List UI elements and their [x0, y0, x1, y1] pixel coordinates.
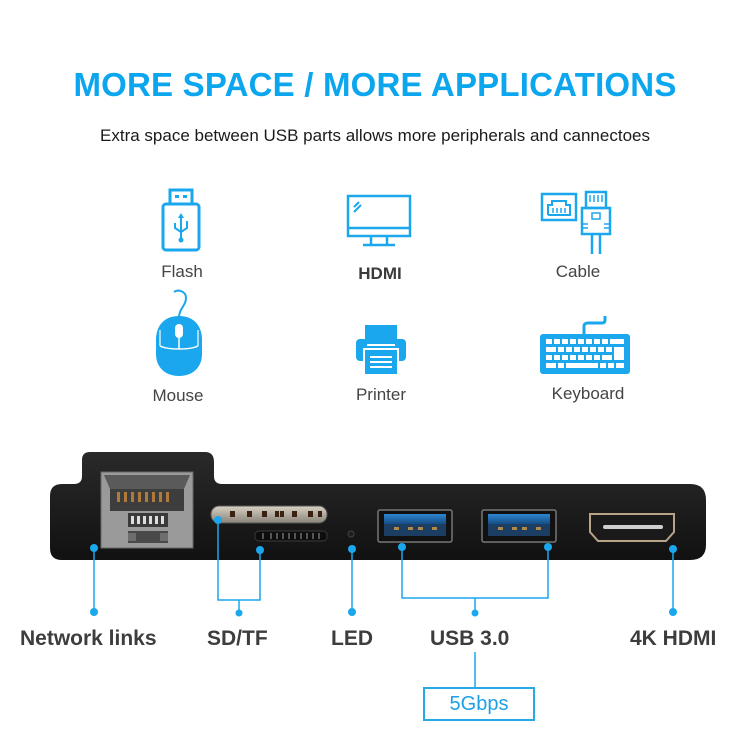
printer-icon — [355, 325, 407, 376]
app-label-flash: Flash — [161, 262, 203, 281]
app-label-printer: Printer — [355, 385, 407, 404]
port-label-sd-tf: SD/TF — [207, 627, 268, 650]
ethernet-cable-icon — [540, 190, 620, 256]
monitor-icon — [346, 194, 412, 250]
usb-speed-badge: 5Gbps — [423, 687, 535, 721]
page-subtitle: Extra space between USB parts allows mor… — [100, 126, 650, 145]
keyboard-icon — [540, 316, 630, 374]
page-title: MORE SPACE / MORE APPLICATIONS — [73, 66, 677, 103]
app-label-mouse: Mouse — [152, 386, 204, 405]
mouse-icon — [154, 288, 204, 378]
port-label-led: LED — [331, 627, 373, 650]
usb-flash-drive-icon — [158, 188, 208, 252]
port-label-hdmi: 4K HDMI — [630, 627, 717, 650]
app-label-keyboard: Keyboard — [551, 384, 625, 403]
port-label-network: Network links — [20, 627, 157, 650]
app-label-cable: Cable — [555, 262, 601, 281]
port-label-usb: USB 3.0 — [430, 627, 510, 650]
app-label-hdmi: HDMI — [358, 264, 402, 283]
